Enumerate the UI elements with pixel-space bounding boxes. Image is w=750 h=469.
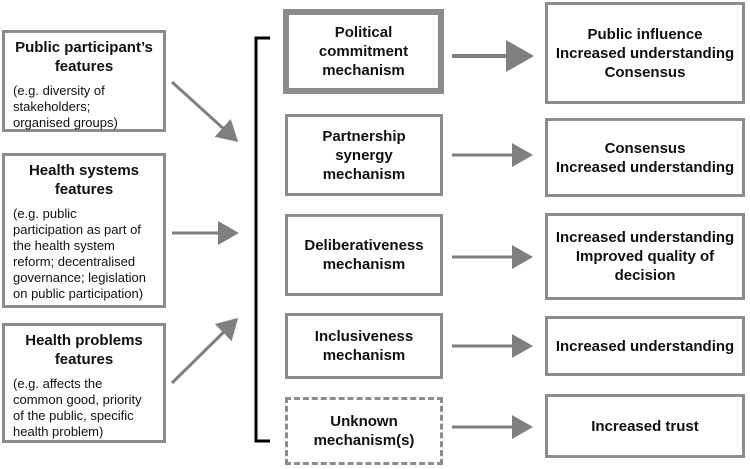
outcome-line: Consensus — [604, 139, 686, 157]
desc-line: organised groups) — [13, 115, 118, 130]
desc-line: (e.g. diversity of — [13, 83, 105, 98]
outcome-line: Public influence — [587, 25, 703, 43]
desc-line: health problem) — [13, 424, 104, 439]
mechanism-box-deliberativeness: Deliberativeness mechanism — [285, 214, 443, 296]
mechanism-line: mechanism — [322, 256, 406, 273]
outcome-box-2: Consensus Increased understanding — [545, 118, 745, 197]
outcome-box-4: Increased understanding — [545, 316, 745, 376]
mechanism-box-unknown: Unknown mechanism(s) — [285, 397, 443, 465]
mechanism-box-political-commitment: Political commitment mechanism — [283, 9, 444, 94]
outcome-box-5: Increased trust — [545, 394, 745, 458]
mechanism-line: Partnership — [322, 127, 406, 145]
feature-box-public-participant: Public participant’s features (e.g. dive… — [2, 30, 166, 132]
arrow-participant-to-mechanisms — [170, 80, 239, 143]
grouping-bracket — [254, 36, 270, 443]
feature-description: (e.g. public participation as part of th… — [11, 206, 157, 302]
mechanism-line: mechanism — [322, 165, 406, 183]
outcome-line: Increased trust — [591, 417, 699, 435]
mechanism-box-inclusiveness: Inclusiveness mechanism — [285, 313, 443, 379]
mechanism-line: Deliberativeness — [304, 237, 424, 254]
feature-box-health-problems: Health problems features (e.g. affects t… — [2, 323, 166, 443]
feature-description: (e.g. affects the common good, priority … — [11, 376, 157, 440]
outcome-line: Increased understanding — [555, 158, 735, 176]
arrow-problem-to-mechanisms — [170, 317, 239, 385]
desc-line: the health system — [13, 238, 115, 253]
feature-box-health-systems: Health systems features (e.g. public par… — [2, 153, 166, 308]
outcome-line: Increased understanding — [555, 337, 735, 355]
mechanism-line: Political — [334, 24, 393, 41]
feature-title: Health systems features — [11, 161, 157, 199]
outcome-line: Improved quality of — [575, 248, 715, 265]
desc-line: stakeholders; — [13, 99, 91, 114]
desc-line: governance; legislation — [13, 270, 146, 285]
desc-line: of the public, specific — [13, 408, 134, 423]
feature-description: (e.g. diversity of stakeholders; organis… — [11, 83, 157, 131]
title-line: features — [54, 351, 114, 368]
desc-line: common good, priority — [13, 392, 142, 407]
mechanism-line: mechanism(s) — [313, 432, 415, 449]
title-line: features — [54, 181, 114, 198]
desc-line: participation as part of — [13, 222, 141, 237]
mechanism-line: Unknown — [330, 413, 398, 430]
mechanism-line: Inclusiveness — [314, 328, 414, 345]
mechanism-line: commitment — [318, 43, 409, 60]
title-line: Health systems — [28, 162, 140, 179]
title-line: features — [54, 58, 114, 75]
desc-line: (e.g. affects the — [13, 376, 103, 391]
outcome-box-3: Increased understanding Improved quality… — [545, 213, 745, 300]
outcome-line: decision — [614, 267, 676, 284]
outcome-line: Increased understanding — [555, 229, 735, 246]
feature-title: Public participant’s features — [11, 38, 157, 76]
outcome-line: Consensus — [604, 63, 686, 81]
title-line: Health problems — [25, 332, 143, 349]
mechanism-line: synergy — [335, 146, 393, 164]
feature-title: Health problems features — [11, 331, 157, 369]
mechanism-line: mechanism — [322, 62, 405, 79]
mechanism-line: mechanism — [322, 347, 406, 364]
outcome-line: Increased understanding — [555, 44, 735, 62]
outcome-box-1: Public influence Increased understanding… — [545, 2, 745, 104]
desc-line: reform; decentralised — [13, 254, 136, 269]
mechanism-box-partnership-synergy: Partnership synergy mechanism — [285, 114, 443, 196]
desc-line: (e.g. public — [13, 206, 77, 221]
desc-line: on public participation) — [13, 286, 144, 301]
title-line: Public participant’s — [15, 39, 153, 56]
